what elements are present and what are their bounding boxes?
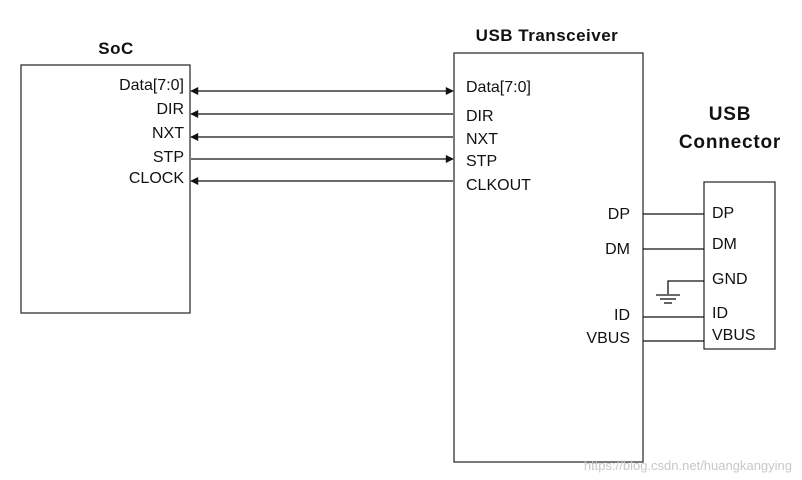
soc-pin-clock: CLOCK: [129, 170, 184, 187]
transceiver-pin-vbus: VBUS: [586, 330, 630, 347]
watermark: https://blog.csdn.net/huangkangying: [584, 458, 792, 473]
transceiver-pin-stp: STP: [466, 153, 497, 170]
connector-block: [703, 181, 776, 350]
soc-pin-dir: DIR: [156, 101, 184, 118]
transceiver-pin-clkout: CLKOUT: [466, 177, 531, 194]
connector-title-line1: USB: [709, 104, 752, 125]
transceiver-block: [453, 52, 644, 463]
soc-pin-data: Data[7:0]: [119, 77, 184, 94]
soc-title: SoC: [98, 39, 134, 58]
connector-pin-vbus: VBUS: [712, 327, 756, 344]
transceiver-title: USB Transceiver: [476, 26, 619, 45]
transceiver-pin-dir: DIR: [466, 108, 494, 125]
transceiver-pin-dm: DM: [605, 241, 630, 258]
transceiver-pin-nxt: NXT: [466, 131, 498, 148]
soc-pin-nxt: NXT: [152, 125, 184, 142]
ground-icon: [656, 280, 704, 304]
transceiver-pin-id: ID: [614, 307, 630, 324]
transceiver-pin-data: Data[7:0]: [466, 79, 531, 96]
soc-pin-stp: STP: [153, 149, 184, 166]
connector-title-line2: Connector: [679, 132, 781, 153]
connector-pin-id: ID: [712, 305, 728, 322]
soc-block: [20, 64, 191, 314]
connector-pin-gnd: GND: [712, 271, 748, 288]
connector-pin-dp: DP: [712, 205, 734, 222]
transceiver-pin-dp: DP: [608, 206, 630, 223]
connector-pin-dm: DM: [712, 236, 737, 253]
